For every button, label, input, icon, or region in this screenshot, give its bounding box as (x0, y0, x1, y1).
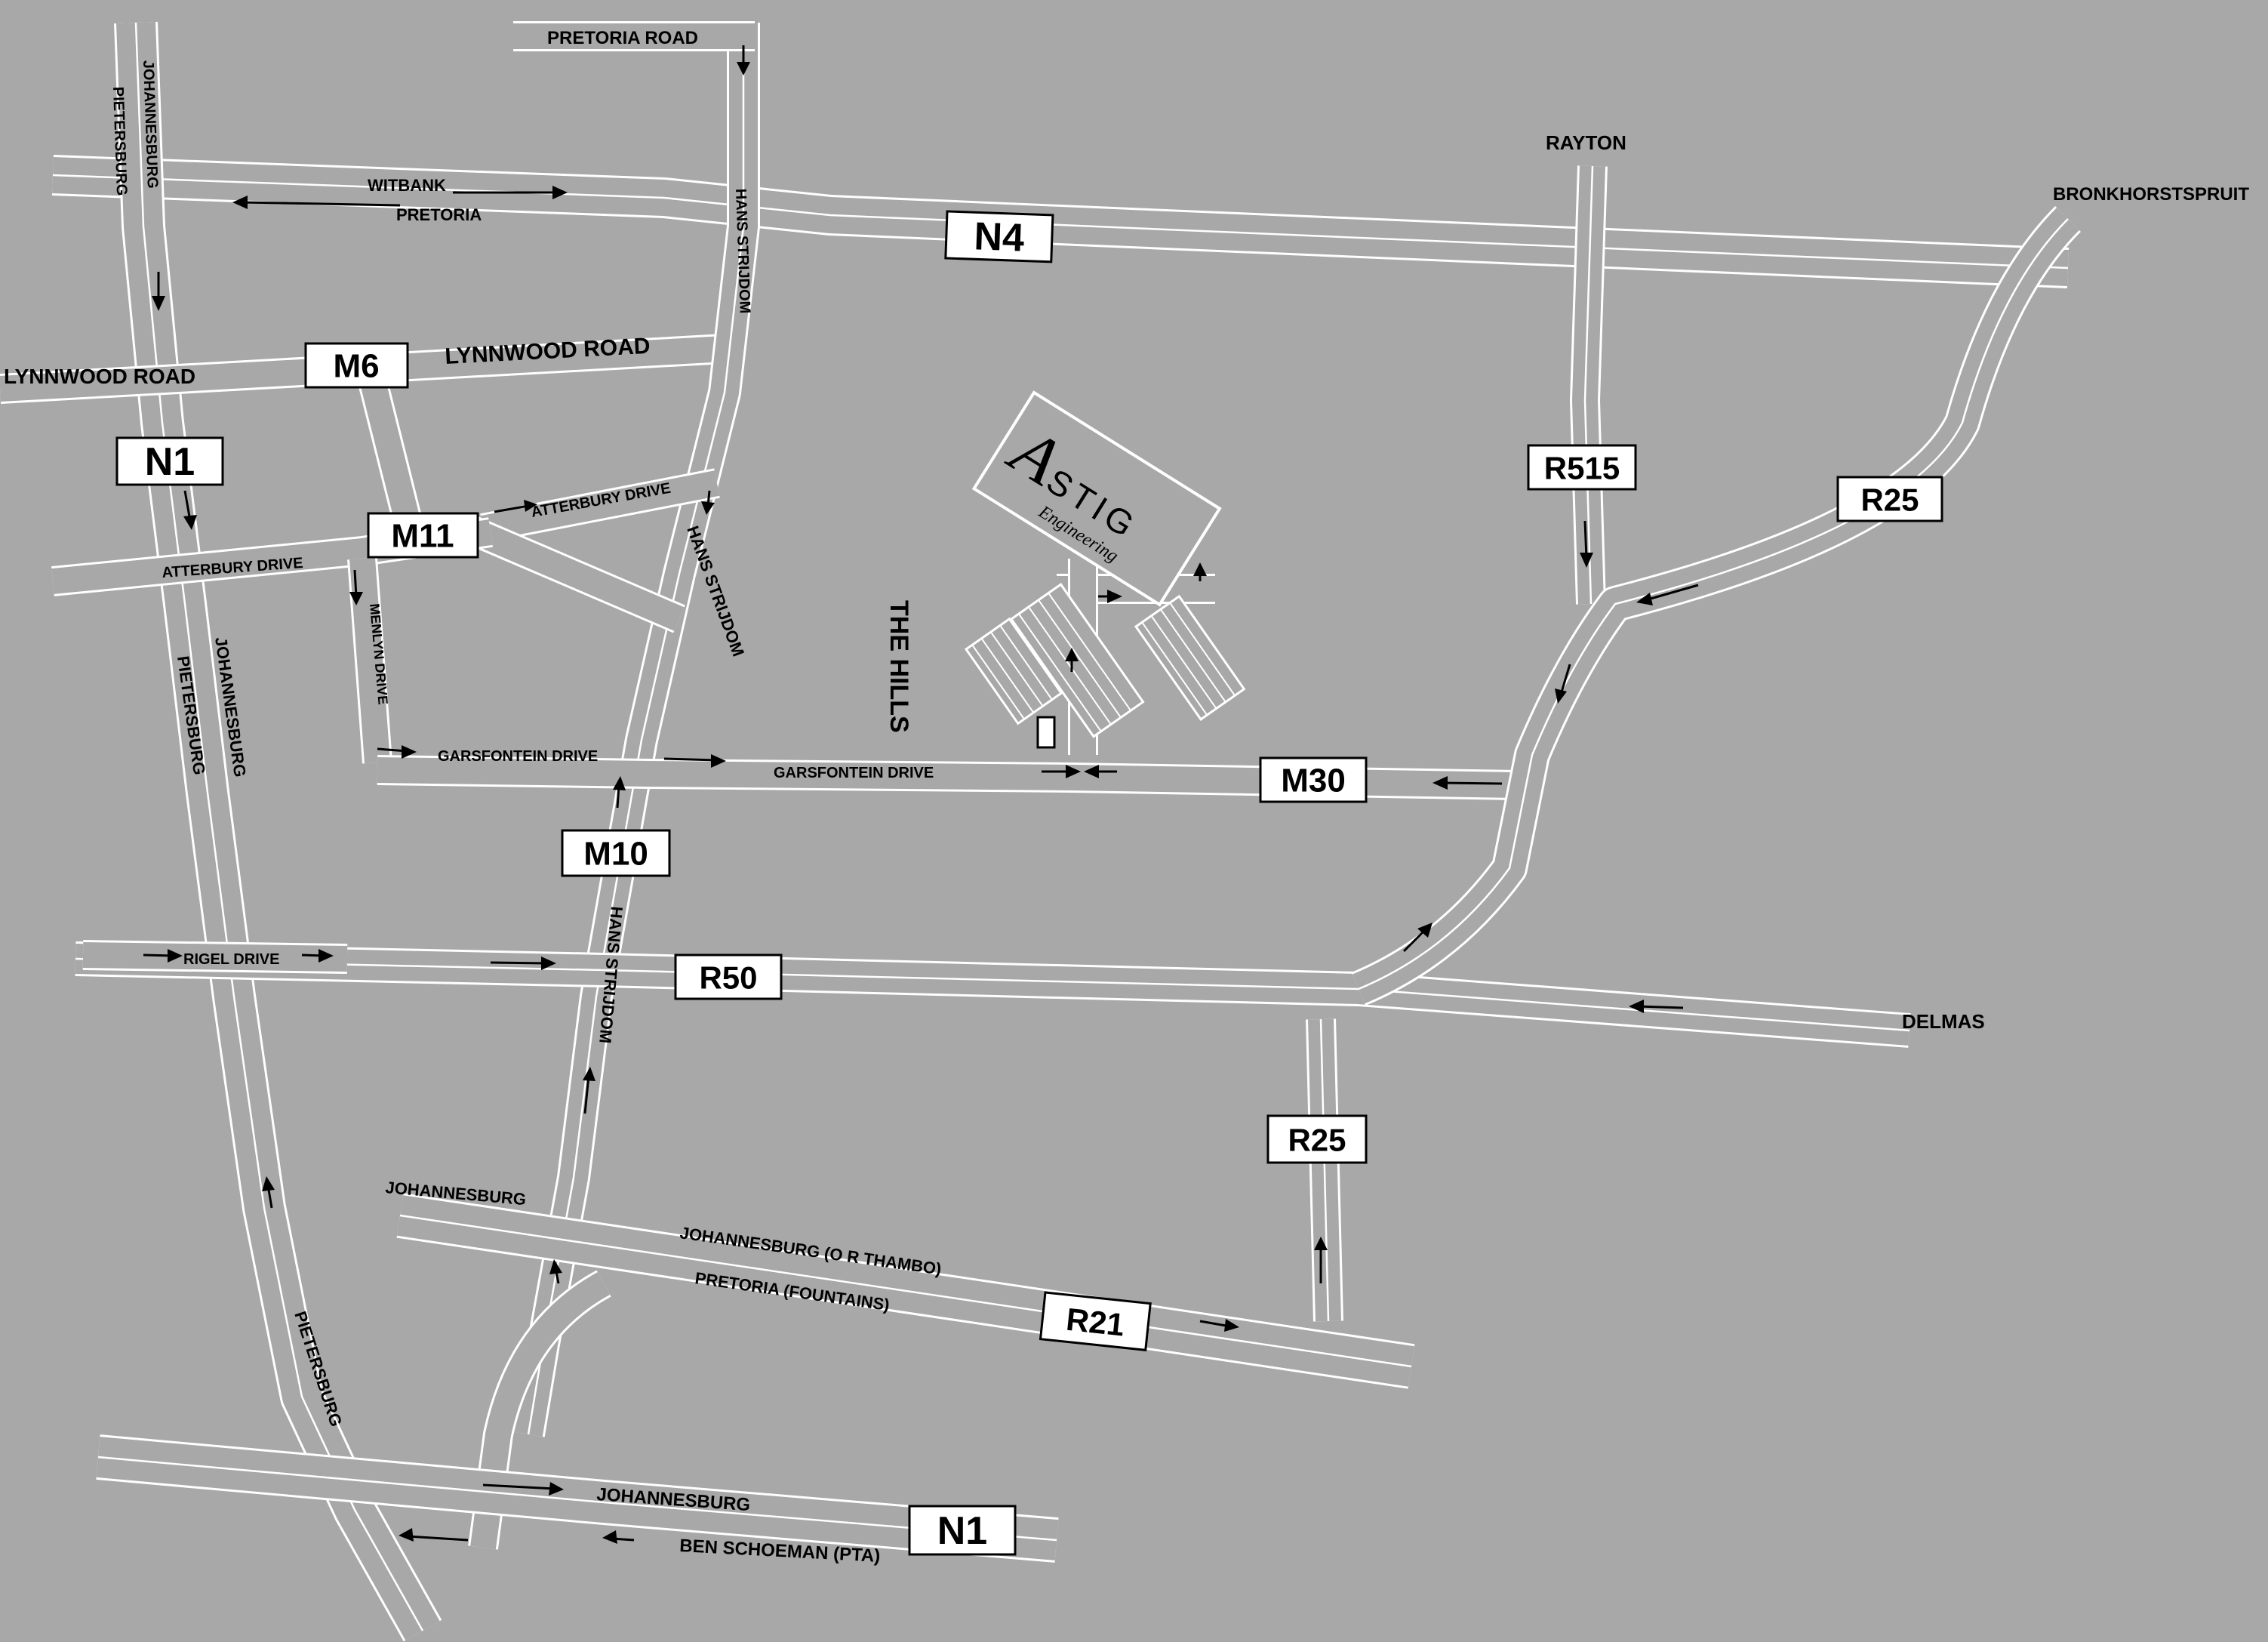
road-n1-west (114, 21, 442, 1642)
label-rigel-drive: RIGEL DRIVE (183, 951, 279, 968)
arrow-icon (494, 500, 537, 513)
label-pretoria: PRETORIA (396, 205, 482, 224)
road-r515 (1570, 165, 1608, 605)
svg-text:M30: M30 (1281, 762, 1346, 799)
shield-n1-top: N1 (115, 436, 224, 486)
arrow-icon (377, 745, 417, 759)
shield-m6: M6 (304, 342, 409, 389)
svg-text:R21: R21 (1064, 1302, 1126, 1343)
road-n1-south (96, 1434, 1059, 1563)
arrow-icon (602, 1530, 635, 1544)
label-the-hills: THE HILLS (885, 600, 913, 733)
arrow-icon (482, 1482, 564, 1496)
road-n4 (52, 155, 2070, 288)
arrow-icon (1555, 664, 1571, 704)
road-m6-m11 (355, 366, 720, 633)
shield-r21: R21 (1039, 1291, 1152, 1351)
arrow-icon (399, 1528, 469, 1542)
shield-m11: M11 (367, 512, 479, 559)
svg-text:N1: N1 (145, 440, 195, 484)
svg-text:N4: N4 (974, 214, 1026, 260)
the-hills-buildings (964, 583, 1246, 749)
arrow-icon (583, 1067, 595, 1114)
shield-r50: R50 (674, 953, 783, 1000)
road-r21-link (468, 1270, 611, 1550)
svg-text:M11: M11 (391, 518, 454, 555)
road-r25-north (1351, 206, 2082, 1006)
arrow-icon (1402, 923, 1433, 953)
label-garsfontein-drive-e: GARSFONTEIN DRIVE (774, 765, 934, 781)
arrow-icon (737, 45, 750, 75)
arrow-icon (1084, 765, 1117, 778)
route-shields: N4 M6 N1 M11 R515 R25 M30 M10 R50 R25 R2… (115, 210, 1943, 1556)
arrow-icon (490, 957, 556, 970)
arrow-icon (1193, 562, 1207, 581)
shield-m10: M10 (561, 829, 671, 877)
arrow-icon (1629, 1000, 1684, 1013)
label-lynnwood-road-w: LYNNWOOD ROAD (4, 365, 195, 388)
svg-text:N1: N1 (937, 1509, 987, 1553)
arrow-icon (1314, 1237, 1328, 1283)
arrow-icon (232, 196, 401, 209)
arrow-icon (301, 949, 334, 963)
arrow-icon (663, 754, 726, 768)
astig-logo: A STIG Engineering (971, 390, 1222, 607)
road-r21 (396, 1193, 1415, 1389)
arrow-icon (183, 490, 197, 530)
road-network (0, 21, 2082, 1642)
shield-r25-top: R25 (1836, 476, 1943, 522)
road-menlyn (347, 557, 392, 764)
shield-r515: R515 (1527, 444, 1637, 491)
arrow-icon (262, 1176, 275, 1209)
arrow-icon (1580, 520, 1593, 568)
label-delmas: DELMAS (1902, 1010, 1985, 1033)
label-hans-strijdom-mid: HANS STRIJDOM (683, 523, 748, 659)
label-pretoria-road: PRETORIA ROAD (547, 28, 698, 48)
astig-building-marker (1036, 716, 1056, 749)
svg-text:R515: R515 (1544, 451, 1620, 486)
arrow-icon (152, 272, 165, 311)
label-witbank: WITBANK (368, 176, 446, 195)
arrow-icon (1065, 648, 1079, 672)
svg-text:R25: R25 (1860, 482, 1919, 518)
road-rigel (82, 940, 348, 974)
road-r25-south (1306, 1018, 1343, 1322)
label-garsfontein-drive-w: GARSFONTEIN DRIVE (438, 748, 598, 765)
label-pietersburg-nw: PIETERSBURG (109, 86, 130, 196)
svg-text:R25: R25 (1288, 1123, 1346, 1158)
arrow-icon (613, 776, 626, 809)
arrow-icon (349, 569, 363, 605)
arrow-icon (1636, 584, 1699, 605)
label-rayton: RAYTON (1546, 131, 1626, 154)
road-r50 (75, 941, 1911, 1048)
direction-arrows (143, 45, 1699, 1544)
svg-text:R50: R50 (699, 960, 757, 996)
arrow-icon (1098, 590, 1122, 603)
arrow-icon (143, 949, 183, 963)
arrow-icon (453, 186, 568, 199)
svg-text:M6: M6 (333, 348, 379, 385)
arrow-icon (1199, 1319, 1239, 1332)
arrow-icon (1433, 776, 1503, 790)
arrow-icon (1042, 765, 1081, 778)
svg-text:M10: M10 (583, 836, 648, 873)
shield-n1-bottom: N1 (908, 1505, 1017, 1556)
shield-m30: M30 (1259, 756, 1368, 803)
arrow-icon (701, 490, 715, 515)
arrow-icon (549, 1259, 562, 1284)
shield-n4: N4 (944, 210, 1054, 263)
label-bronkhorstspruit: BRONKHORSTSPRUIT (2053, 184, 2249, 205)
shield-r25-bottom: R25 (1266, 1114, 1368, 1164)
